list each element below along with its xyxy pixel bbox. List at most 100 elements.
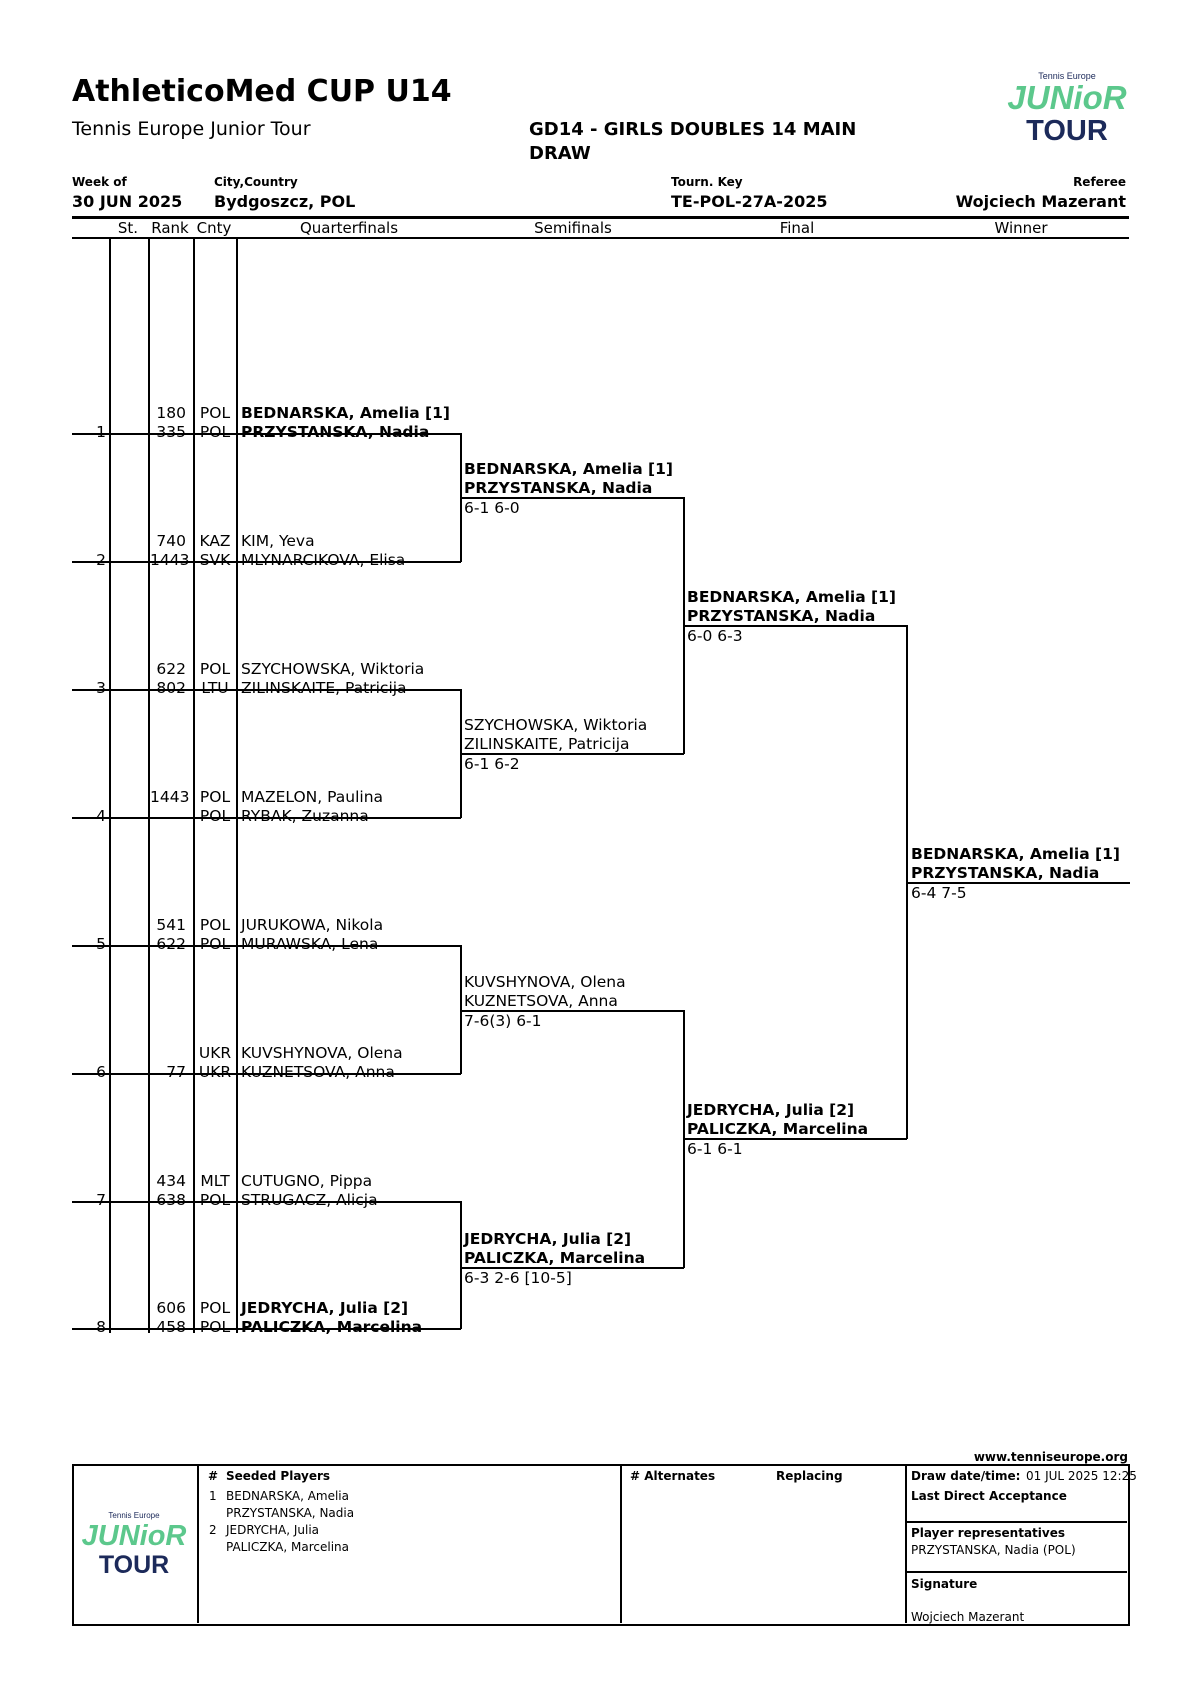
match-score: 6-3 2-6 [10-5] (464, 1269, 572, 1287)
footer-divider (197, 1465, 199, 1623)
player-country: POL (199, 1299, 231, 1317)
col-sep-name (236, 238, 238, 1333)
player-country: POL (199, 1318, 231, 1336)
player-name: ZILINSKAITE, Patricija (241, 679, 407, 697)
seeded-hash: # (208, 1469, 219, 1483)
final-line (683, 1138, 907, 1140)
logo-top-text: Tennis Europe (1038, 71, 1096, 81)
col-quarterfinals: Quarterfinals (299, 219, 399, 237)
player-name: JEDRYCHA, Julia [2] (464, 1230, 632, 1248)
tourn-key-label: Tourn. Key (671, 175, 743, 189)
player-rank: 1443 (150, 551, 190, 569)
player-rank: 458 (156, 1318, 186, 1336)
player-name: MURAWSKA, Lena (241, 935, 379, 953)
sf-line (460, 753, 684, 755)
player-rank: 622 (156, 935, 186, 953)
player-country: POL (199, 807, 231, 825)
winner-line (906, 882, 1130, 884)
player-rank: 434 (156, 1172, 186, 1190)
player-name: SZYCHOWSKA, Wiktoria (464, 716, 648, 734)
seed-player: BEDNARSKA, Amelia (226, 1489, 349, 1503)
player-name: SZYCHOWSKA, Wiktoria (241, 660, 425, 678)
entry-line (72, 1073, 461, 1075)
col-final: Final (779, 219, 815, 237)
draw-position: 7 (96, 1191, 106, 1209)
player-rank: 638 (156, 1191, 186, 1209)
player-country: POL (199, 423, 231, 441)
seeded-players-title: Seeded Players (226, 1469, 331, 1483)
player-name: JEDRYCHA, Julia [2] (687, 1101, 855, 1119)
player-name: CUTUGNO, Pippa (241, 1172, 373, 1190)
seed-number: 2 (209, 1523, 217, 1537)
player-country: POL (199, 404, 231, 422)
col-cnty: Cnty (196, 219, 232, 237)
col-winner: Winner (994, 219, 1048, 237)
footer-box (72, 1464, 1130, 1626)
player-name: BEDNARSKA, Amelia [1] (911, 845, 1121, 863)
match-score: 6-1 6-0 (464, 499, 520, 517)
player-name: PRZYSTANSKA, Nadia (911, 864, 1100, 882)
header-rule (72, 216, 1129, 219)
alternates-title: # Alternates (630, 1469, 716, 1483)
seed-number: 1 (209, 1489, 217, 1503)
player-name: KIM, Yeva (241, 532, 315, 550)
signature-label: Signature (911, 1577, 978, 1591)
sf-line (460, 497, 684, 499)
player-rank: 622 (156, 660, 186, 678)
player-name: KUVSHYNOVA, Olena (241, 1044, 403, 1062)
city-label: City,Country (214, 175, 298, 189)
footer-junior-tour-logo: Tennis Europe JUNioR TOUR (80, 1508, 188, 1578)
match-score: 6-1 6-1 (687, 1140, 743, 1158)
tourn-key-value: TE-POL-27A-2025 (671, 192, 828, 211)
junior-tour-logo: Tennis Europe JUNioR TOUR (1005, 68, 1130, 146)
footer-rule (906, 1571, 1127, 1573)
col-semifinals: Semifinals (534, 219, 612, 237)
referee-value: Wojciech Mazerant (955, 192, 1126, 211)
player-name: KUVSHYNOVA, Olena (464, 973, 626, 991)
last-direct-acceptance-label: Last Direct Acceptance (911, 1489, 1067, 1503)
entry-line (72, 817, 461, 819)
sf-line (460, 1010, 684, 1012)
logo-junior-text: JUNioR (82, 1520, 187, 1552)
player-name: JURUKOWA, Nikola (241, 916, 384, 934)
logo-tour-text: TOUR (99, 1551, 169, 1578)
draw-position: 3 (96, 679, 106, 697)
player-country: MLT (200, 1172, 230, 1190)
player-country: LTU (201, 679, 229, 697)
player-representatives-label: Player representatives (911, 1526, 1066, 1540)
player-country: KAZ (199, 532, 231, 550)
player-country: SVK (199, 551, 231, 569)
website-link[interactable]: www.tenniseurope.org (973, 1450, 1128, 1464)
footer-rule (906, 1521, 1127, 1523)
event-title: GD14 - GIRLS DOUBLES 14 MAIN DRAW (529, 119, 857, 164)
match-score: 6-4 7-5 (911, 884, 967, 902)
draw-position: 8 (96, 1318, 106, 1336)
player-name: BEDNARSKA, Amelia [1] (464, 460, 674, 478)
entry-line (72, 689, 461, 691)
bracket-connector (460, 1201, 462, 1329)
player-country: UKR (198, 1063, 232, 1081)
player-country: POL (199, 935, 231, 953)
draw-position: 5 (96, 935, 106, 953)
entry-line (72, 1328, 461, 1330)
final-line (683, 625, 907, 627)
player-rank: 180 (156, 404, 186, 422)
player-rank: 335 (156, 423, 186, 441)
draw-date-value: 01 JUL 2025 12:25 (1026, 1469, 1137, 1483)
player-representatives-value: PRZYSTANSKA, Nadia (POL) (911, 1543, 1076, 1557)
col-st: St. (117, 219, 139, 237)
player-name: ZILINSKAITE, Patricija (464, 735, 630, 753)
replacing-title: Replacing (776, 1469, 843, 1483)
draw-position: 2 (96, 551, 106, 569)
player-name: MLYNARCIKOVA, Elisa (241, 551, 406, 569)
logo-junior-text: JUNioR (1007, 79, 1126, 116)
player-name: PALICZKA, Marcelina (464, 1249, 646, 1267)
match-score: 6-0 6-3 (687, 627, 743, 645)
player-rank: 802 (156, 679, 186, 697)
col-sep-st (109, 238, 111, 1333)
entry-line (72, 945, 461, 947)
match-score: 6-1 6-2 (464, 755, 520, 773)
player-country: POL (199, 1191, 231, 1209)
logo-tour-text: TOUR (1026, 115, 1108, 146)
tournament-title: AthleticoMed CUP U14 (72, 74, 452, 109)
